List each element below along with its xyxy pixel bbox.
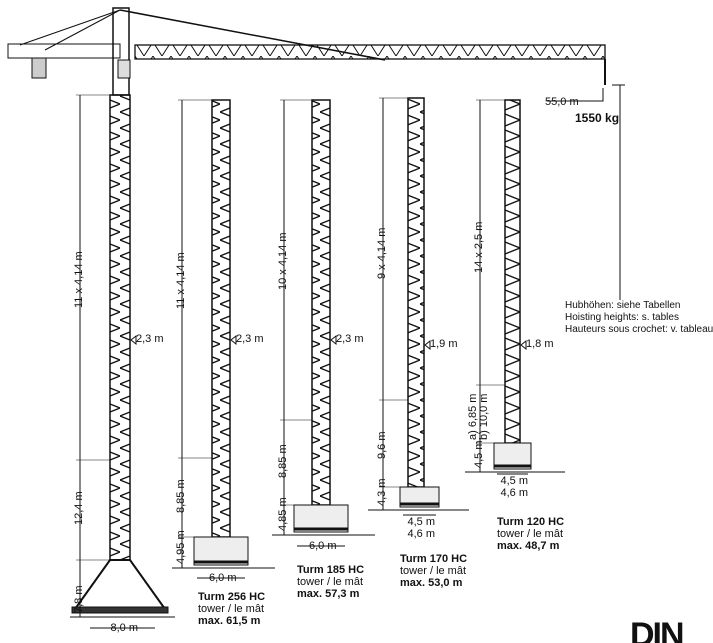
tower-3: [368, 97, 469, 516]
mast-sections: 9 x 4,14 m: [376, 227, 388, 279]
base-height: 4,95 m: [175, 530, 187, 564]
jib-tie: [119, 9, 386, 61]
mast: [504, 99, 521, 444]
base-width: 8,0 m: [110, 622, 139, 634]
tower-name: Turm 120 HC: [497, 516, 565, 528]
mast-sections: 11 x 4,14 m: [73, 250, 85, 308]
base-width-1: 4,5 m: [407, 516, 436, 528]
tower-subtitle: tower / le mât: [297, 576, 364, 588]
lower-section-height: 8,85 m: [277, 443, 289, 478]
ballast-block: [193, 536, 249, 566]
tower-1: [172, 99, 275, 579]
base-width: 6,0 m: [309, 540, 337, 552]
base-width-2: 4,6 m: [500, 487, 529, 499]
mast: [407, 97, 425, 488]
load-weight: 1550 kg: [575, 111, 620, 125]
lower-section-height: 9,6 m: [376, 430, 388, 459]
tower-subtitle: tower / le mât: [400, 565, 467, 577]
mast-width: 1,9 m: [430, 338, 458, 350]
tower-max-height: max. 57,3 m: [297, 588, 360, 600]
mast-sections: 14 x 2,5 m: [473, 221, 485, 273]
tower-0: [70, 94, 175, 629]
tower-name: Turm 170 HC: [400, 553, 468, 565]
tower-2: [272, 99, 375, 547]
base-height: 4,85 m: [277, 497, 289, 531]
lower-section-height: 12,4 m: [73, 491, 85, 525]
lower-section-b: b) 10,0 m: [478, 393, 490, 440]
note-de: Hubhöhen: siehe Tabellen: [565, 300, 681, 311]
base-height: 4,5 m: [473, 440, 485, 468]
base-width-2: 4,6 m: [407, 528, 436, 540]
tower-max-height: max. 48,7 m: [497, 540, 560, 552]
base-height: 4,3 m: [376, 478, 388, 506]
ballast-block: [399, 486, 440, 508]
mast-width: 1,8 m: [526, 338, 554, 350]
mast: [311, 99, 331, 506]
mast-sections: 10 x 4,14 m: [277, 232, 289, 290]
mast-width: 2,3 m: [336, 333, 364, 345]
base-frame: [73, 559, 167, 610]
din-logo: DIN: [630, 616, 685, 643]
lower-section-height: 8,85 m: [175, 478, 187, 513]
mast-width: 2,3 m: [136, 333, 164, 345]
notes: Hubhöhen: siehe Tabellen Hoisting height…: [565, 300, 713, 336]
tower-max-height: max. 61,5 m: [198, 615, 261, 627]
jib: [134, 44, 606, 60]
load-radius: 55,0 m: [545, 96, 579, 108]
mast: [211, 99, 231, 538]
mast: [109, 94, 131, 561]
counter-jib: [7, 43, 121, 59]
note-fr: Hauteurs sous crochet: v. tableaux: [565, 324, 713, 335]
base-width: 6,0 m: [209, 572, 237, 584]
mast-sections: 11 x 4,14 m: [175, 252, 187, 309]
note-en: Hoisting heights: s. tables: [565, 312, 679, 323]
tower-name: Turm 185 HC: [297, 564, 365, 576]
tower-subtitle: tower / le mât: [198, 603, 265, 615]
tower-4: [465, 99, 565, 475]
tower-max-height: max. 53,0 m: [400, 577, 463, 589]
cat-head: [112, 7, 130, 96]
mast-width: 2,3 m: [236, 333, 264, 345]
base-width-1: 4,5 m: [500, 475, 529, 487]
tower-name: Turm 256 HC: [198, 591, 266, 603]
tower-subtitle: tower / le mât: [497, 528, 564, 540]
base-height: 7,8 m: [73, 585, 85, 613]
